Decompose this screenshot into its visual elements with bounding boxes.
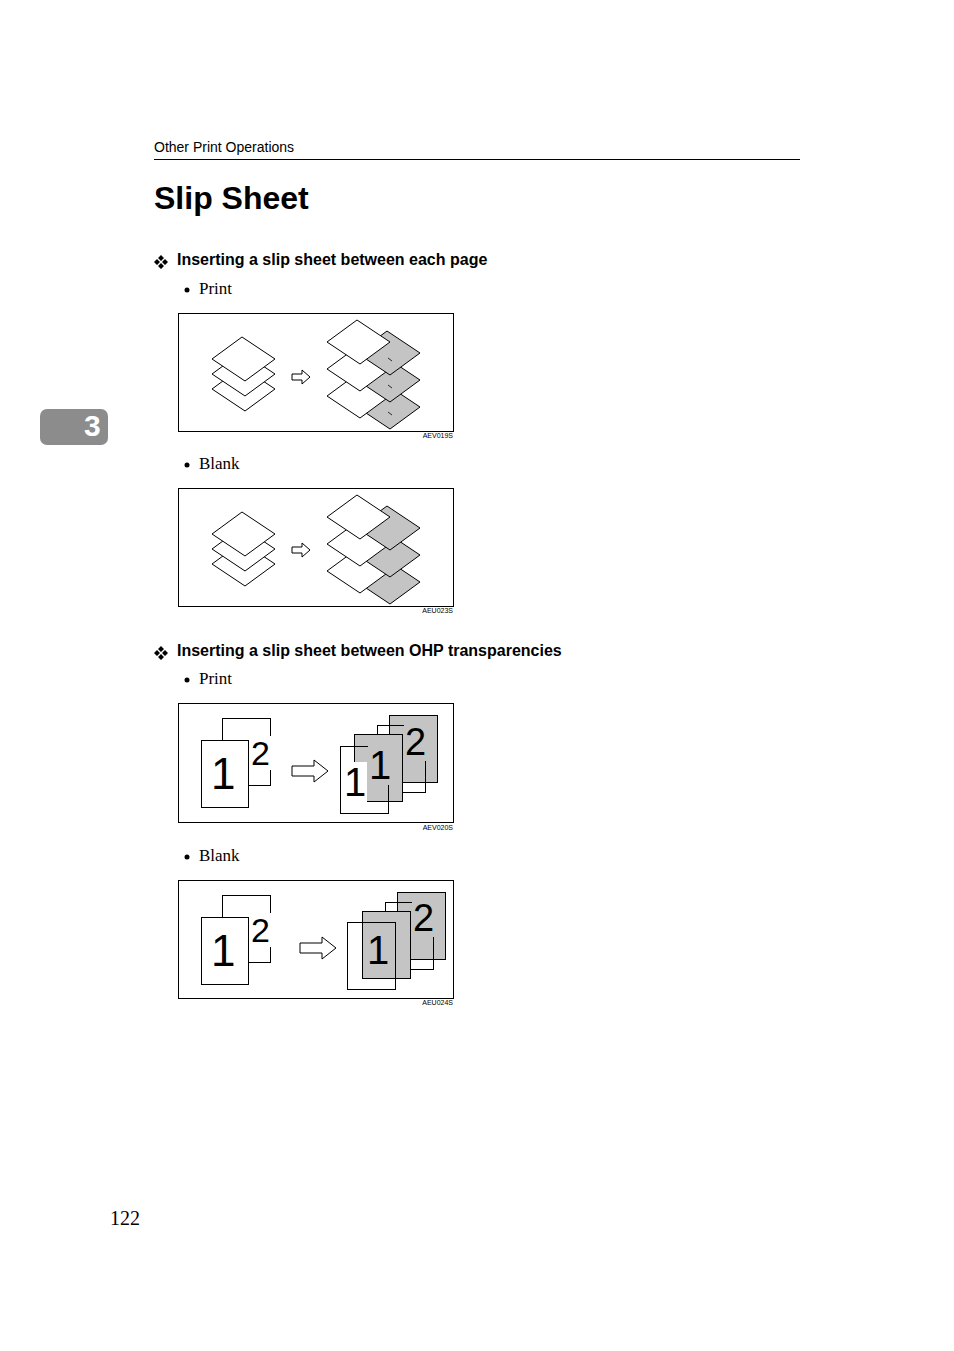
page-number-footer: 122 (110, 1208, 140, 1228)
slip-sheet (363, 912, 411, 979)
hollow-arrow (292, 370, 310, 384)
section-marker (154, 646, 168, 660)
option-label: Print (199, 280, 232, 297)
bullet (185, 678, 190, 683)
bullet (185, 855, 190, 860)
section-heading: Inserting a slip sheet between each page (177, 252, 487, 268)
hollow-arrow (300, 937, 336, 959)
figure-frame (179, 314, 454, 432)
page-number: 1 (210, 752, 236, 796)
page-number: 1 (210, 929, 236, 973)
page-number: 1 (343, 762, 367, 802)
page-number: 2 (250, 736, 271, 770)
bullet (185, 288, 190, 293)
figure-frame (179, 489, 454, 607)
page-number: 1 (366, 930, 390, 970)
page-number: 2 (404, 723, 427, 761)
chapter-tab (40, 409, 108, 445)
bullet (185, 463, 190, 468)
figure-frame (179, 704, 454, 823)
page-sheet (212, 337, 275, 381)
page-stack (212, 495, 420, 604)
page-number: 1 (368, 745, 392, 785)
figure-code: AEV020S (423, 824, 453, 831)
transparency-stack (202, 893, 446, 990)
figure-code: AEV019S (423, 432, 453, 439)
hollow-arrow (292, 760, 328, 782)
page-number: 2 (412, 899, 435, 937)
page-number: 2 (250, 913, 271, 947)
section-marker (154, 255, 168, 269)
header-rule (154, 159, 800, 160)
transparency-stack (202, 716, 438, 814)
print-mark (388, 358, 392, 361)
hollow-arrow (292, 543, 310, 557)
page-sheet (212, 512, 275, 556)
transparency-sheet (202, 918, 249, 985)
option-label: Blank (199, 455, 240, 472)
transparency-sheet (348, 923, 396, 990)
figure-code: AEU023S (422, 607, 453, 614)
option-label: Print (199, 670, 232, 687)
print-mark (388, 412, 392, 415)
transparency-sheet (202, 741, 249, 808)
chapter-number: 3 (84, 411, 101, 441)
section-marker (154, 255, 168, 660)
section-heading: Inserting a slip sheet between OHP trans… (177, 643, 562, 659)
figure-code: AEU024S (422, 999, 453, 1006)
print-mark (388, 358, 392, 415)
page-sheet (327, 495, 390, 539)
print-mark (388, 385, 392, 388)
page-stack (212, 320, 420, 429)
running-header: Other Print Operations (154, 140, 294, 154)
figure-frame (179, 881, 454, 999)
option-label: Blank (199, 847, 240, 864)
page-sheet (327, 320, 390, 364)
page-title: Slip Sheet (154, 182, 309, 214)
